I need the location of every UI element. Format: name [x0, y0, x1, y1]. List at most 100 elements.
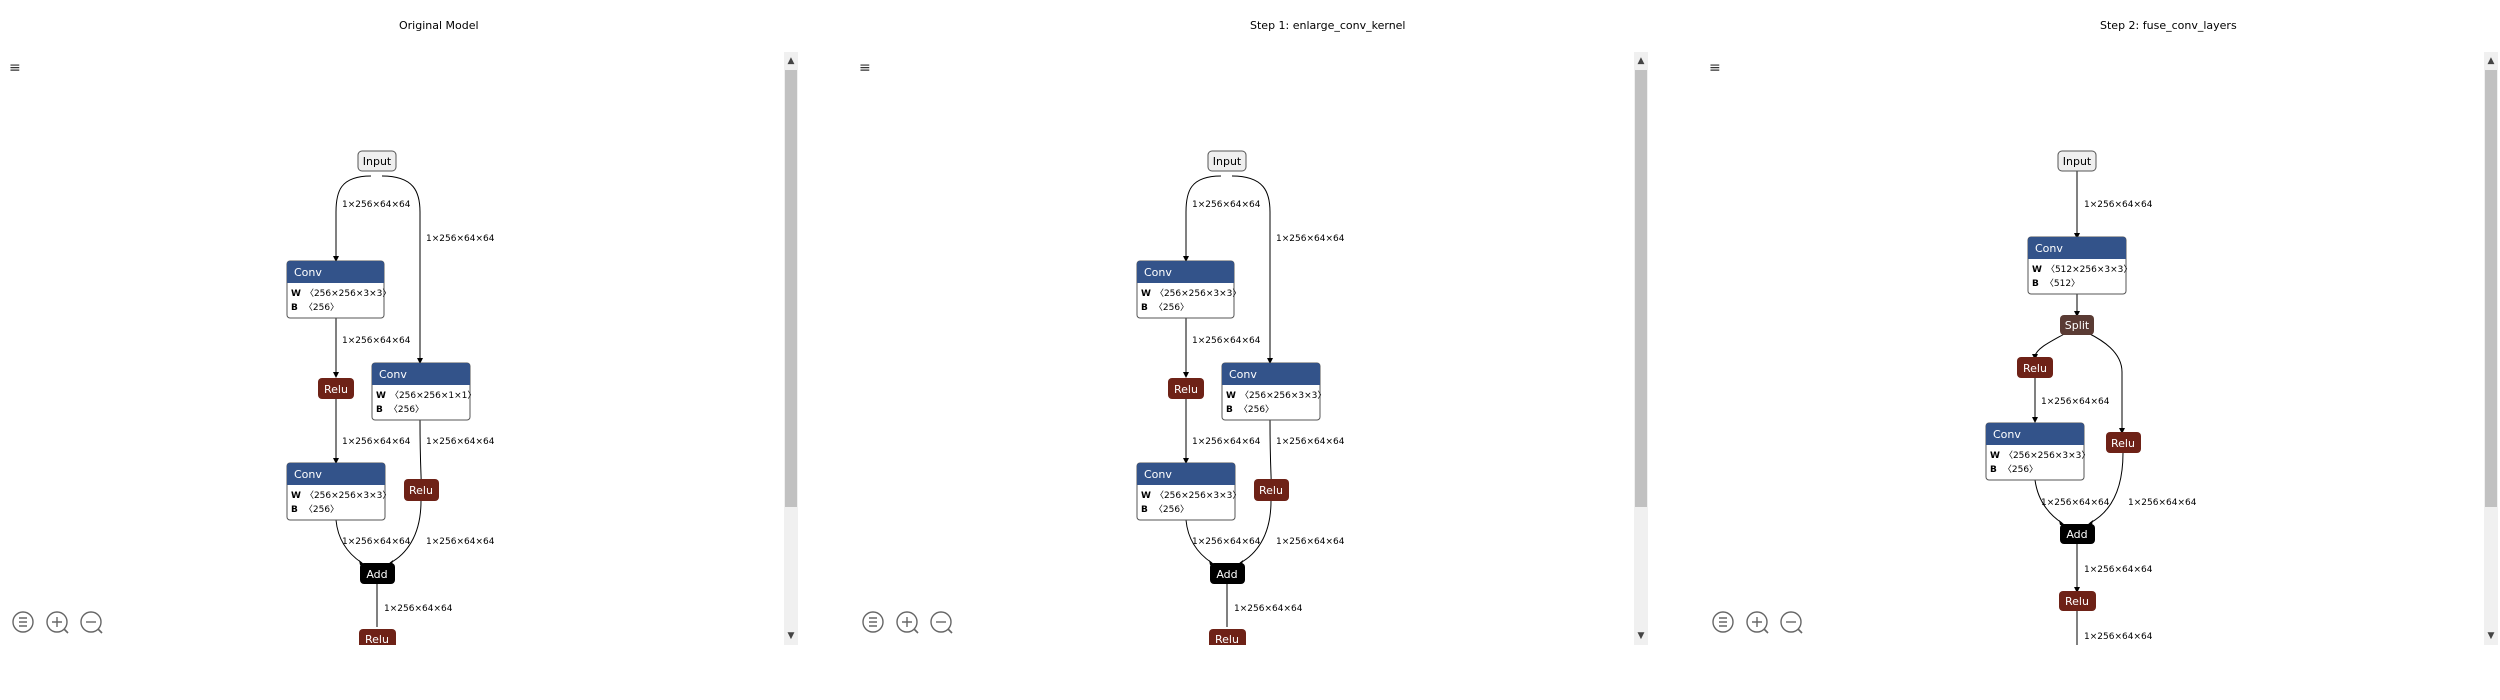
svg-text:Relu: Relu — [1259, 484, 1283, 497]
edge-label: 1×256×64×64 — [2084, 200, 2153, 210]
arrowhead — [2074, 587, 2080, 593]
edge — [335, 175, 372, 258]
relu-node[interactable]: Relu — [1254, 479, 1289, 501]
scroll-down-icon[interactable]: ▼ — [1637, 631, 1645, 641]
svg-text:Conv: Conv — [1229, 368, 1257, 381]
scroll-thumb[interactable] — [1635, 70, 1647, 507]
input-node[interactable]: Input — [2057, 150, 2097, 172]
relu-node[interactable]: Relu — [318, 378, 354, 399]
menu-icon[interactable]: ≡ — [859, 60, 871, 76]
scroll-down-icon[interactable]: ▼ — [2487, 631, 2495, 641]
arrowhead — [1267, 358, 1273, 364]
svg-text:Relu: Relu — [2111, 437, 2135, 450]
list-icon[interactable] — [11, 610, 35, 634]
add-node[interactable]: Add — [1210, 563, 1245, 584]
scroll-up-icon[interactable]: ▲ — [787, 56, 795, 66]
arrowhead — [333, 372, 339, 378]
scroll-up-icon[interactable]: ▲ — [2487, 56, 2495, 66]
edge-label: 1×256×64×64 — [2084, 565, 2153, 575]
input-node[interactable]: Input — [1207, 150, 1247, 172]
conv-node[interactable]: Conv W〈256×256×3×3〉 B〈256〉 — [286, 462, 391, 521]
edge — [2034, 332, 2067, 357]
relu-node[interactable]: Relu — [2106, 432, 2141, 453]
arrowhead — [2074, 311, 2080, 317]
zoom-out-icon[interactable] — [1779, 610, 1803, 634]
scroll-down-icon[interactable]: ▼ — [787, 631, 795, 641]
relu-node[interactable]: Relu — [359, 629, 396, 645]
conv-node[interactable]: Conv W〈256×256×1×1〉 B〈256〉 — [371, 362, 476, 421]
svg-text:Conv: Conv — [2035, 242, 2063, 255]
conv-node[interactable]: Conv W〈256×256×3×3〉 B〈256〉 — [1985, 422, 2090, 481]
svg-text:Relu: Relu — [324, 383, 348, 396]
zoom-out-icon[interactable] — [79, 610, 103, 634]
relu-node[interactable]: Relu — [404, 479, 439, 501]
edge-label: 1×256×64×64 — [1192, 336, 1261, 346]
edge-label: 1×256×64×64 — [384, 604, 453, 614]
scroll-thumb[interactable] — [2485, 70, 2497, 507]
svg-text:B〈256〉: B〈256〉 — [1990, 464, 2038, 475]
input-node[interactable]: Input — [357, 150, 397, 172]
svg-text:W〈256×256×3×3〉: W〈256×256×3×3〉 — [291, 490, 391, 501]
vertical-scrollbar[interactable]: ▲ ▼ — [1634, 52, 1648, 645]
svg-text:B〈256〉: B〈256〉 — [291, 302, 339, 313]
edge — [2034, 479, 2063, 524]
edge — [2087, 332, 2123, 430]
split-node[interactable]: Split — [2060, 315, 2094, 335]
svg-text:Input: Input — [363, 155, 392, 168]
svg-text:B〈256〉: B〈256〉 — [1141, 302, 1189, 313]
conv-node[interactable]: Conv W〈256×256×3×3〉 B〈256〉 — [1136, 260, 1241, 319]
svg-text:Relu: Relu — [1215, 633, 1239, 645]
svg-text:Relu: Relu — [1174, 383, 1198, 396]
arrowhead — [333, 458, 339, 464]
zoom-in-icon[interactable] — [1745, 610, 1769, 634]
add-node[interactable]: Add — [2060, 524, 2095, 544]
conv-node[interactable]: Conv W〈512×256×3×3〉 B〈512〉 — [2027, 236, 2132, 295]
edge-label: 1×256×64×64 — [1276, 437, 1345, 447]
edge-label: 1×256×64×64 — [342, 200, 411, 210]
menu-icon[interactable]: ≡ — [1709, 60, 1721, 76]
scroll-thumb[interactable] — [785, 70, 797, 507]
relu-node[interactable]: Relu — [2059, 591, 2096, 611]
panel-title-step1: Step 1: enlarge_conv_kernel — [1250, 19, 1406, 32]
menu-icon[interactable]: ≡ — [9, 60, 21, 76]
svg-text:B〈256〉: B〈256〉 — [1141, 504, 1189, 515]
zoom-out-icon[interactable] — [929, 610, 953, 634]
edge-label: 1×256×64×64 — [2084, 632, 2153, 642]
svg-text:Conv: Conv — [379, 368, 407, 381]
graph-pane-step1: ≡ 1×256×64×64 1×256×64×64 1×256×64×64 1×… — [850, 52, 1648, 645]
arrowhead — [333, 256, 339, 262]
graph-pane-original: ≡ 1×256×64×64 1×256×64×64 1×256×64×64 1×… — [0, 52, 798, 645]
relu-node[interactable]: Relu — [1209, 629, 1246, 645]
panel-title-original: Original Model — [399, 19, 479, 32]
svg-text:Conv: Conv — [1144, 468, 1172, 481]
zoom-in-icon[interactable] — [45, 610, 69, 634]
graph-pane-step2: ≡ 1×256×64×64 1×256×64×64 1×256×64×64 1×… — [1700, 52, 2498, 645]
conv-node[interactable]: Conv W〈256×256×3×3〉 B〈256〉 — [1221, 362, 1326, 421]
relu-node[interactable]: Relu — [1168, 378, 1204, 399]
list-icon[interactable] — [861, 610, 885, 634]
edge-label: 1×256×64×64 — [1276, 537, 1345, 547]
vertical-scrollbar[interactable]: ▲ ▼ — [2484, 52, 2498, 645]
edge — [1239, 500, 1272, 564]
conv-node[interactable]: Conv W〈256×256×3×3〉 B〈256〉 — [1136, 462, 1241, 521]
list-icon[interactable] — [1711, 610, 1735, 634]
arrowhead — [2059, 520, 2065, 525]
edge — [381, 175, 421, 360]
svg-text:Add: Add — [366, 568, 387, 581]
add-node[interactable]: Add — [360, 563, 395, 584]
scroll-up-icon[interactable]: ▲ — [1637, 56, 1645, 66]
relu-node[interactable]: Relu — [2017, 357, 2053, 378]
svg-text:Relu: Relu — [2023, 362, 2047, 375]
svg-text:B〈256〉: B〈256〉 — [1226, 404, 1274, 415]
vertical-scrollbar[interactable]: ▲ ▼ — [784, 52, 798, 645]
svg-text:W〈256×256×3×3〉: W〈256×256×3×3〉 — [1990, 450, 2090, 461]
edge — [2089, 452, 2124, 524]
arrowhead — [417, 358, 423, 364]
arrowhead — [1183, 256, 1189, 262]
zoom-in-icon[interactable] — [895, 610, 919, 634]
svg-text:W〈256×256×3×3〉: W〈256×256×3×3〉 — [1226, 390, 1326, 401]
svg-text:Split: Split — [2065, 319, 2090, 332]
conv-node[interactable]: Conv W〈256×256×3×3〉 B〈256〉 — [286, 260, 391, 319]
arrowhead — [2119, 428, 2125, 434]
graph-canvas: 1×256×64×64 1×256×64×64 1×256×64×64 1×25… — [1985, 150, 2197, 645]
